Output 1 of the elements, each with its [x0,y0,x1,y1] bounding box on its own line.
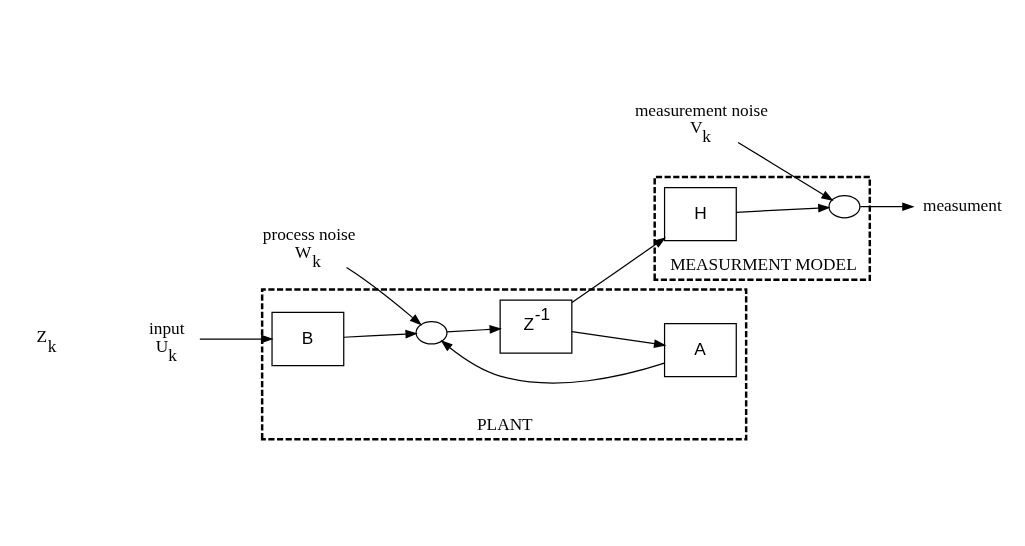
node-text: measument [922,195,1002,215]
